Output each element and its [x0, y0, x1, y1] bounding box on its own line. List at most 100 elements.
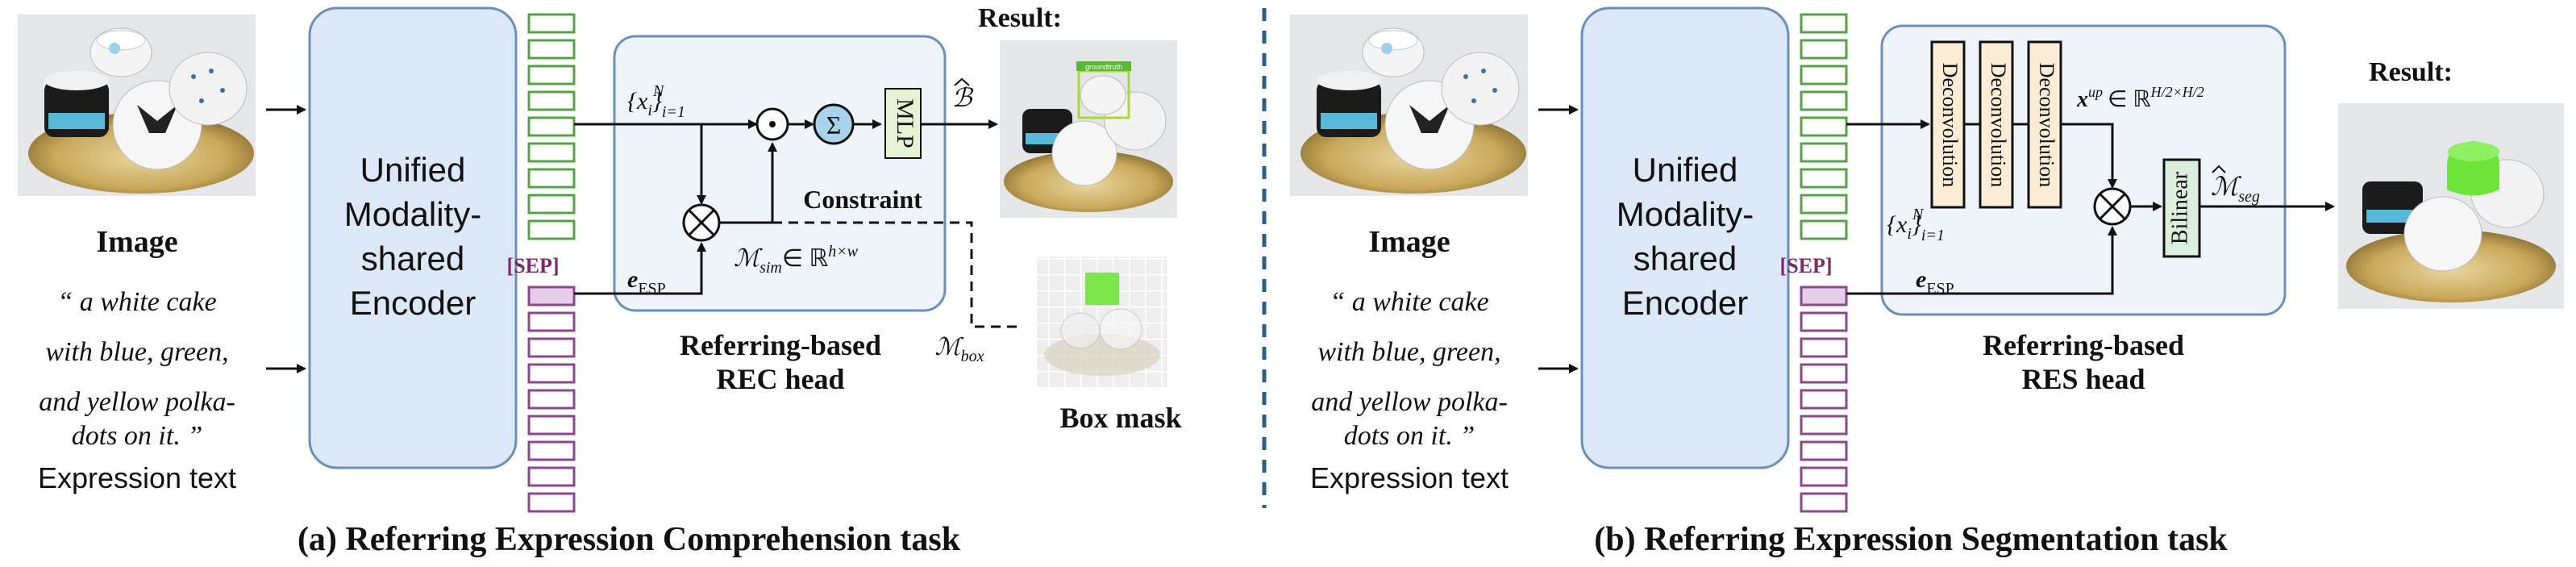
left-caption: (a) Referring Expression Comprehension t… [298, 521, 961, 558]
left-text-token [527, 337, 576, 358]
right-deconv-label: Deconvolution [1938, 63, 1962, 188]
left-constraint-label: Constraint [803, 185, 922, 214]
right-text-token [1800, 440, 1848, 461]
right-xup-line [2061, 123, 2117, 189]
left-head-caption: Referring-based REC head [680, 329, 881, 395]
right-text-token [1800, 337, 1848, 358]
left-sep-token [527, 286, 576, 306]
left-mlp-box [884, 88, 922, 159]
right-encoder-line: Unified [1633, 151, 1738, 189]
right-quote-line: with blue, green, [1317, 337, 1500, 367]
left-result-label: Result: [978, 3, 1062, 33]
left-encoder-line: Unified [360, 151, 466, 189]
left-head-line: REC head [716, 363, 844, 395]
left-quote-line: dots on it. ” [72, 421, 202, 451]
right-text-token [1800, 466, 1848, 487]
right-deconv-box [1979, 40, 2014, 209]
left-eesp-label: eESP [627, 266, 666, 298]
left-groundtruth-tag: groundtruth [1085, 63, 1122, 71]
right-encoder-box [1580, 6, 1790, 469]
left-text-token [527, 363, 576, 384]
left-text-token [527, 440, 576, 461]
right-image-token [1800, 90, 1848, 111]
left-image-token [527, 116, 576, 137]
left-xi-label: {xi}i=1N [627, 82, 685, 121]
left-image-token [527, 142, 576, 163]
right-caption: (b) Referring Expression Segmentation ta… [1594, 521, 2228, 558]
right-result-image [2338, 103, 2564, 309]
right-quote-line: dots on it. ” [1344, 421, 1475, 451]
right-text-token [1800, 389, 1848, 410]
left-text-token [527, 389, 576, 410]
left-text-token [527, 415, 576, 436]
right-encoder-line: shared [1633, 240, 1737, 277]
left-constraint-dashed-line [772, 221, 1021, 328]
left-image-token [527, 13, 576, 34]
left-image-token [527, 39, 576, 60]
right-cake-image [1290, 15, 1528, 196]
left-token-column [527, 13, 576, 513]
left-mlp-label: MLP [892, 98, 918, 148]
left-eesp-line [574, 242, 706, 295]
left-bhat-label: ℬ [951, 83, 974, 112]
right-image-token [1800, 39, 1848, 60]
right-text-token [1800, 311, 1848, 332]
right-text-token [1800, 492, 1848, 513]
left-mbox-label: ℳbox [935, 334, 984, 365]
right-eesp-label: eESP [1916, 266, 1954, 298]
right-bilinear-label: Bilinear [2167, 171, 2192, 244]
right-expression-quote: “ a white cake with blue, green, and yel… [1311, 287, 1508, 451]
left-image-token [527, 168, 576, 189]
left-encoder-box [308, 6, 518, 469]
right-sep-token [1800, 286, 1848, 306]
right-eesp-line [1846, 226, 2117, 295]
right-mseg-label: ℳseg [2211, 172, 2260, 206]
left-result-image: groundtruth [1000, 40, 1177, 218]
left-image-token [527, 90, 576, 111]
left-image-token [527, 65, 576, 85]
right-image-token [1800, 142, 1848, 163]
left-sep-label: [SEP] [507, 254, 560, 277]
right-deconv-label: Deconvolution [1987, 63, 2010, 188]
right-quote-line: and yellow polka- [1311, 387, 1508, 417]
right-sep-label: [SEP] [1780, 254, 1833, 277]
right-text-token [1800, 363, 1848, 384]
right-text-token [1800, 415, 1848, 436]
right-result-label: Result: [2369, 57, 2453, 87]
right-image-token [1800, 65, 1848, 85]
left-image-label: Image [96, 225, 177, 259]
right-token-column [1800, 13, 1848, 513]
right-image-token [1800, 116, 1848, 137]
right-deconv-box [1930, 40, 1966, 209]
right-image-token [1800, 13, 1848, 34]
left-quote-line: “ a white cake [57, 287, 216, 317]
left-quote-line: with blue, green, [45, 337, 228, 367]
right-image-token [1800, 194, 1848, 215]
right-deconv-label: Deconvolution [2035, 63, 2058, 188]
right-quote-line: “ a white cake [1330, 287, 1488, 317]
left-encoder-line: shared [361, 240, 464, 277]
left-image-token [527, 219, 576, 240]
left-msim-label: ℳsim∈ ℝh×w [734, 243, 859, 277]
right-image-label: Image [1368, 225, 1450, 259]
right-deconv-stack: Deconvolution Deconvolution Deconvolutio… [1930, 40, 2062, 209]
left-text-token [527, 311, 576, 332]
right-head-line: RES head [2021, 363, 2145, 395]
left-boxmask-label: Box mask [1059, 402, 1181, 434]
right-bilinear-box [2162, 158, 2201, 258]
left-image-token [527, 194, 576, 215]
left-head-line: Referring-based [680, 329, 881, 361]
left-quote-line: and yellow polka- [39, 387, 235, 417]
left-cake-image [18, 15, 256, 196]
right-expression-label: Expression text [1310, 461, 1509, 494]
right-head-line: Referring-based [1983, 329, 2184, 361]
right-image-token [1800, 219, 1848, 240]
left-text-token [527, 492, 576, 513]
right-xi-label: {xi}i=1N [1887, 206, 1945, 244]
left-encoder-line: Encoder [350, 284, 476, 322]
right-xup-label: xup∈ ℝH/2×H/2 [2076, 84, 2204, 112]
right-encoder-line: Modality- [1617, 195, 1754, 233]
right-head-caption: Referring-based RES head [1983, 329, 2184, 395]
